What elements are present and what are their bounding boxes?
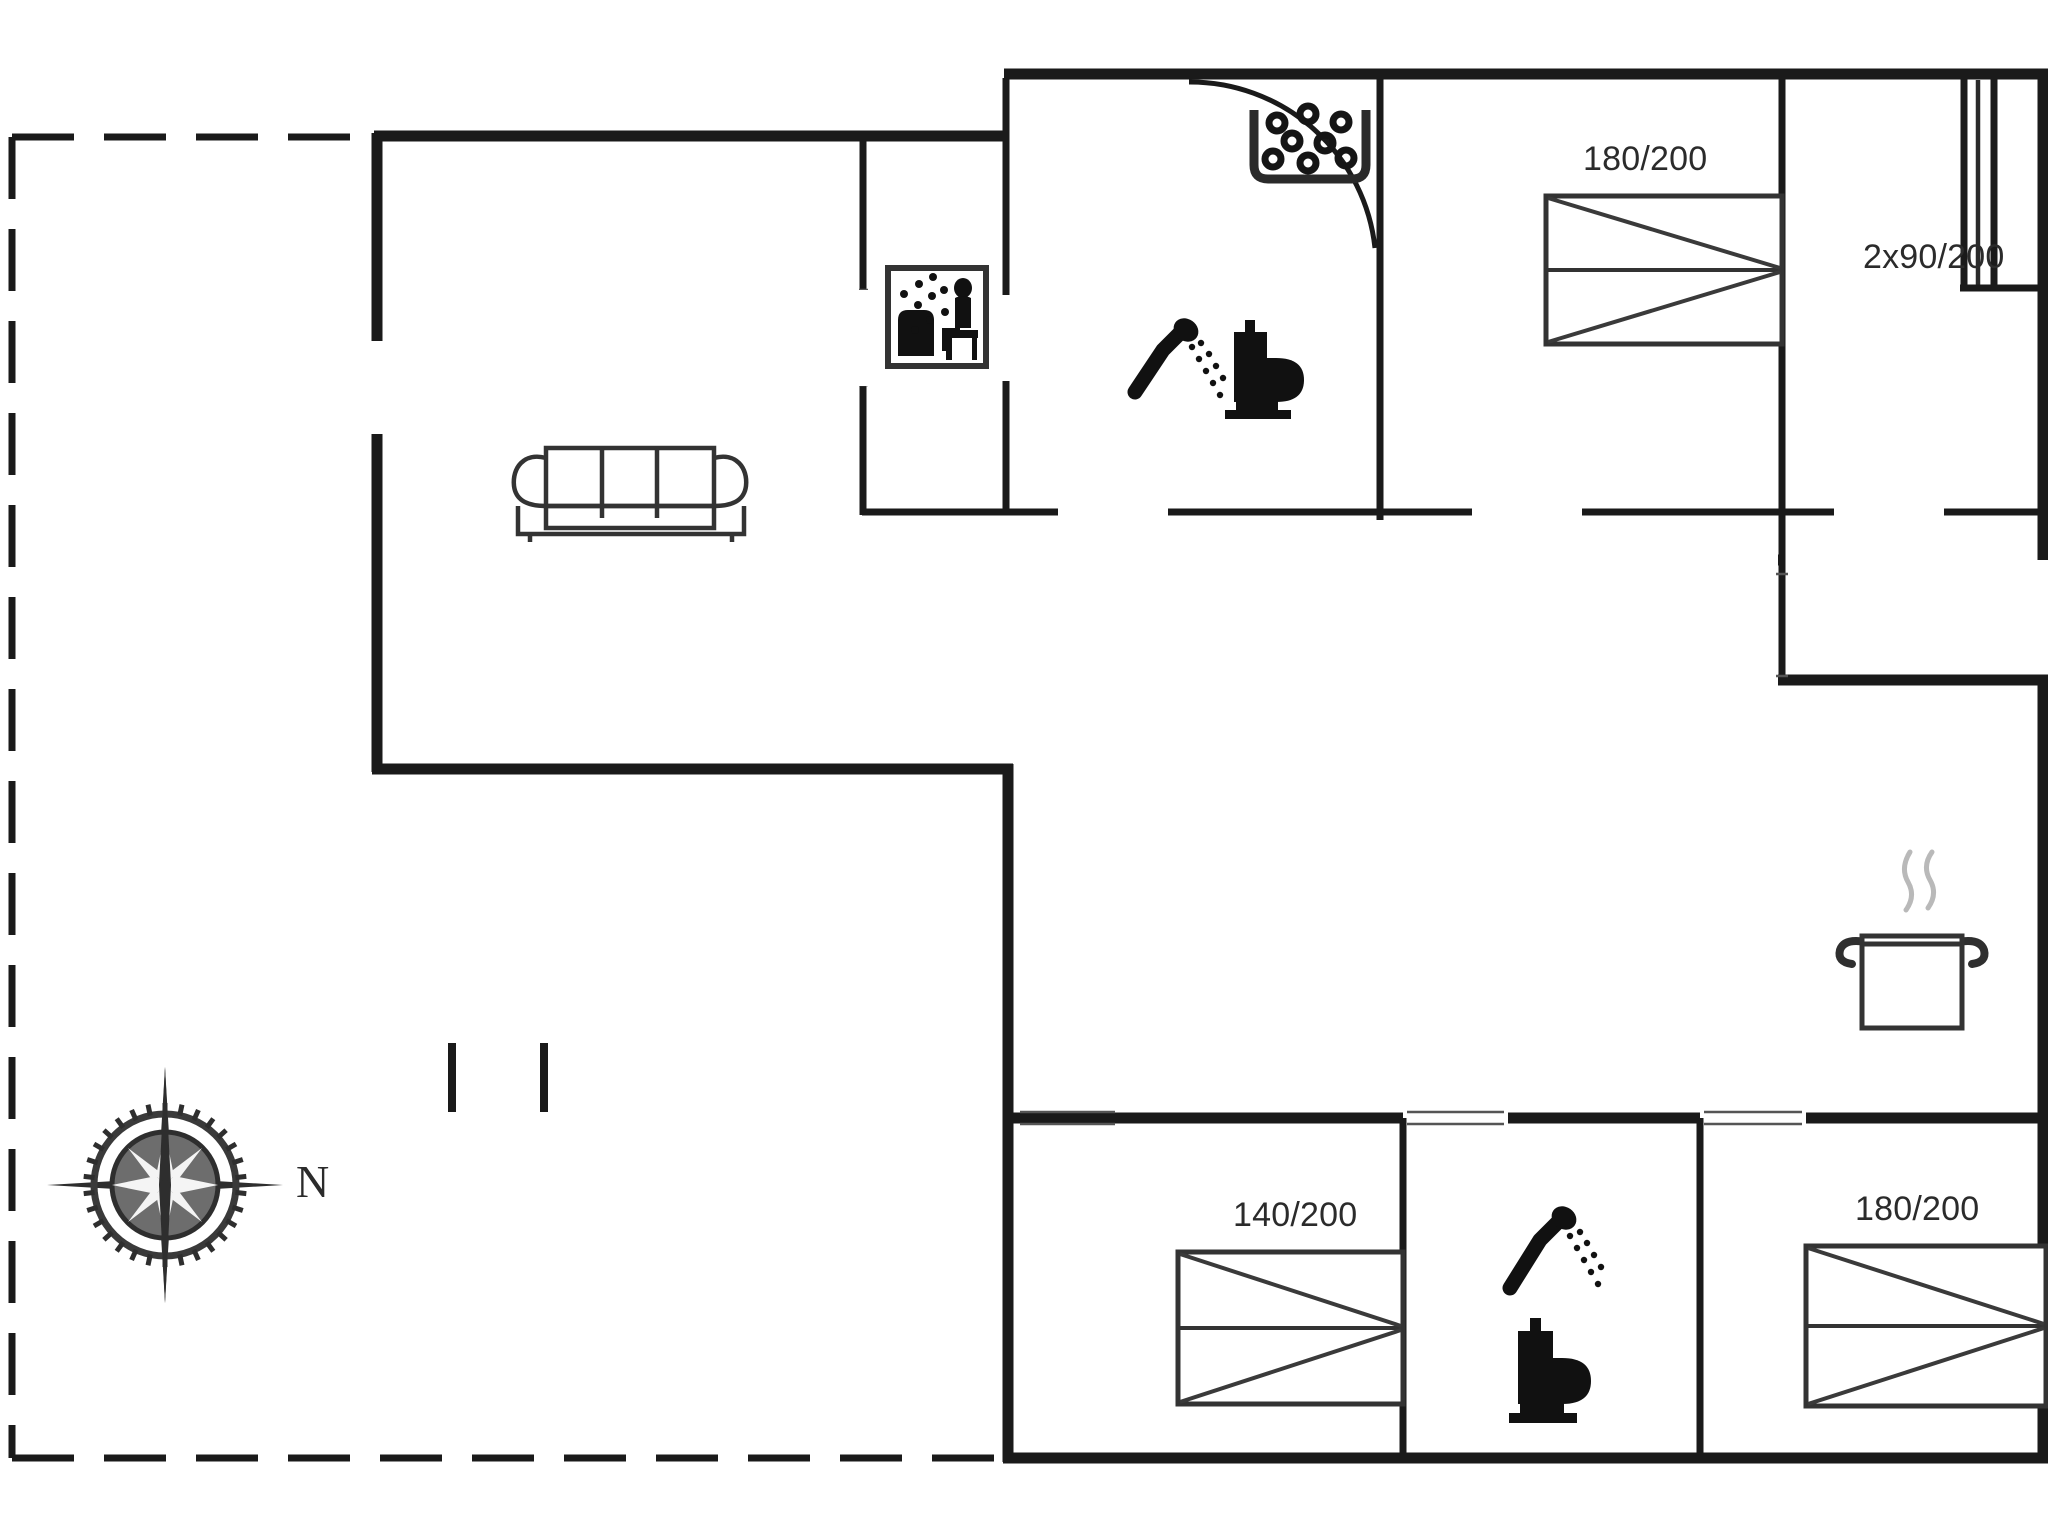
- compass-north-label: N: [296, 1156, 330, 1207]
- terrace-dashed-boundary: [8, 133, 1008, 1462]
- whirlpool-icon: [1249, 102, 1371, 184]
- compass-rose-icon: [47, 1067, 283, 1303]
- bed-label-bottom-right: 180/200: [1855, 1190, 1980, 1228]
- bed-label-bunk-top-right: 2x90/200: [1863, 238, 2005, 276]
- door-gap-masks-upper: [858, 290, 1944, 522]
- bed-master-top: [1543, 193, 1785, 347]
- bed-label-bottom-left: 140/200: [1233, 1196, 1358, 1234]
- bed-label-master-top: 180/200: [1583, 140, 1708, 178]
- cooking-pot-icon: [1835, 849, 1989, 1031]
- bed-bottom-right: [1803, 1243, 2048, 1409]
- shower-icon-upper: [1127, 318, 1227, 400]
- terrace-tick-marks: [448, 1043, 548, 1112]
- shower-icon-lower: [1502, 1206, 1605, 1296]
- door-openings-lower: [1020, 572, 1802, 1126]
- door-swing-arc-bathroom: [1188, 79, 1378, 249]
- interior-walls-upper: [859, 78, 2048, 575]
- interior-walls-lower: [1010, 554, 2048, 1462]
- bed-bottom-left: [1175, 1249, 1406, 1407]
- building-outer-walls: [371, 68, 2048, 1464]
- toilet-icon-lower: [1509, 1318, 1591, 1423]
- toilet-icon-upper: [1225, 320, 1304, 419]
- window-top-right: [1960, 78, 2046, 292]
- sauna-icon: [885, 265, 989, 369]
- sofa-icon: [511, 445, 749, 542]
